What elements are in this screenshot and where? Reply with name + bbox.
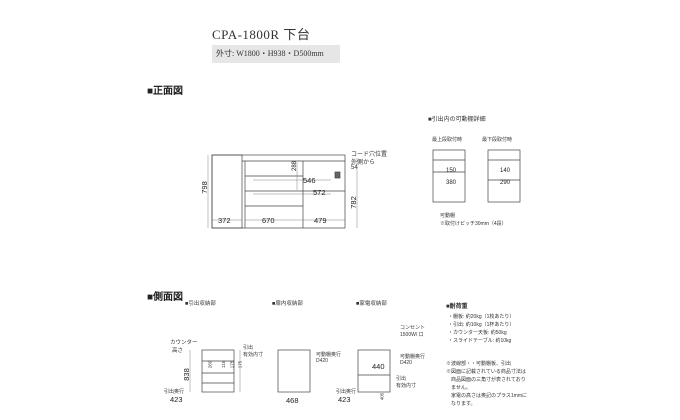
v150: 150 xyxy=(446,168,457,174)
drawer-detail-drawing xyxy=(432,149,521,203)
load-item: ・スライドテーブル: 約10kg xyxy=(448,338,512,344)
dim-288: 288 xyxy=(292,160,299,172)
dim-440: 440 xyxy=(372,362,385,371)
load-item: ・引出: 約10kg（1杯あたり） xyxy=(448,322,515,328)
side-view-heading: ■側面図 xyxy=(147,292,184,303)
dim-670: 670 xyxy=(262,216,275,225)
v290: 290 xyxy=(500,180,511,186)
pull2-sub: 有効内寸 xyxy=(396,383,417,389)
pull-label: 引出 xyxy=(243,345,254,351)
bottom-mount-label: 最下段取付時 xyxy=(482,137,513,143)
load-notes: ※波線部・・可動棚板、引出 ※図面に記載されている商品寸法は 商品図面の三角寸が… xyxy=(446,360,527,408)
pull-depth2-label: 引出奥行 xyxy=(336,389,357,395)
pull-sub: 有効内寸 xyxy=(243,352,264,358)
dim-423a: 423 xyxy=(170,395,183,404)
note-line: 商品図面の三角寸が表されており xyxy=(446,377,526,383)
dim-372: 372 xyxy=(218,216,231,225)
dim-546: 546 xyxy=(303,176,316,185)
col-drawer: ■引出収納部 xyxy=(185,301,216,307)
dim-782: 782 xyxy=(348,196,358,209)
note-line: ません。 xyxy=(446,385,471,391)
shelf-value: D420 xyxy=(316,358,328,364)
col-door: ■扉内収納部 xyxy=(272,301,303,307)
outlet-label: コンセント xyxy=(400,325,426,331)
note-line: なります。 xyxy=(446,401,476,407)
counter-sub: 高さ xyxy=(172,348,184,354)
cord-sub: 外側から xyxy=(351,160,376,166)
shelf-label: 可動棚奥行 xyxy=(316,352,342,358)
model-title: CPA-1800R 下台 xyxy=(212,27,311,42)
dim-572: 572 xyxy=(313,188,326,197)
col-appliance: ■家電収納部 xyxy=(356,301,387,307)
cord-label: コード穴位置 xyxy=(351,152,388,158)
v175: 175 xyxy=(229,360,235,369)
dim-423b: 423 xyxy=(338,395,351,404)
counter-label: カウンター xyxy=(170,340,198,346)
v175b: 175 xyxy=(237,360,243,369)
top-mount-label: 最上段取付時 xyxy=(432,137,463,143)
note-line: ※図面に記載されている商品寸法は xyxy=(446,369,526,375)
load-item: ・棚板: 約20kg（1枚あたり） xyxy=(448,314,515,320)
dim-838: 838 xyxy=(181,368,191,381)
load-heading: ■耐荷重 xyxy=(446,304,468,310)
note-line: ※波線部・・可動棚板、引出 xyxy=(446,361,512,367)
load-item: ・カウンター天板: 約50kg xyxy=(448,330,507,336)
pull-depth-label: 引出奥行 xyxy=(164,389,185,395)
shelf2-value: D420 xyxy=(400,360,412,366)
drawer-note-2: ※取付けピッチ30mm（4段） xyxy=(440,221,507,227)
outlet-sub: 1500W/ 口 xyxy=(400,332,424,338)
side-elevation-drawing xyxy=(189,349,391,393)
dim-479: 479 xyxy=(314,216,327,225)
note-line: 家電の高さは奥記のプラス1mmに xyxy=(446,393,528,399)
v380: 380 xyxy=(446,180,457,186)
pull2-label: 引出 xyxy=(396,376,407,382)
v405: 405 xyxy=(379,392,385,401)
outer-dimensions: 外寸: W1800・H938・D500mm xyxy=(212,45,340,63)
drawer-detail-heading: ■引出内の可動棚詳細 xyxy=(428,117,486,123)
cord-value: 54 xyxy=(351,165,358,171)
load-items: ・棚板: 約20kg（1枚あたり） ・引出: 約10kg（1杯あたり） ・カウン… xyxy=(448,313,514,345)
dim-798: 798 xyxy=(199,181,209,194)
front-elevation-drawing xyxy=(207,154,358,229)
shelf2-label: 可動棚奥行 xyxy=(400,354,426,360)
front-view-heading: ■正面図 xyxy=(147,86,184,97)
v115: 115 xyxy=(221,360,227,369)
dim-468: 468 xyxy=(286,396,299,405)
v260: 260 xyxy=(207,360,213,369)
drawer-note-1: 可動棚 xyxy=(440,213,456,219)
v140: 140 xyxy=(500,168,511,174)
